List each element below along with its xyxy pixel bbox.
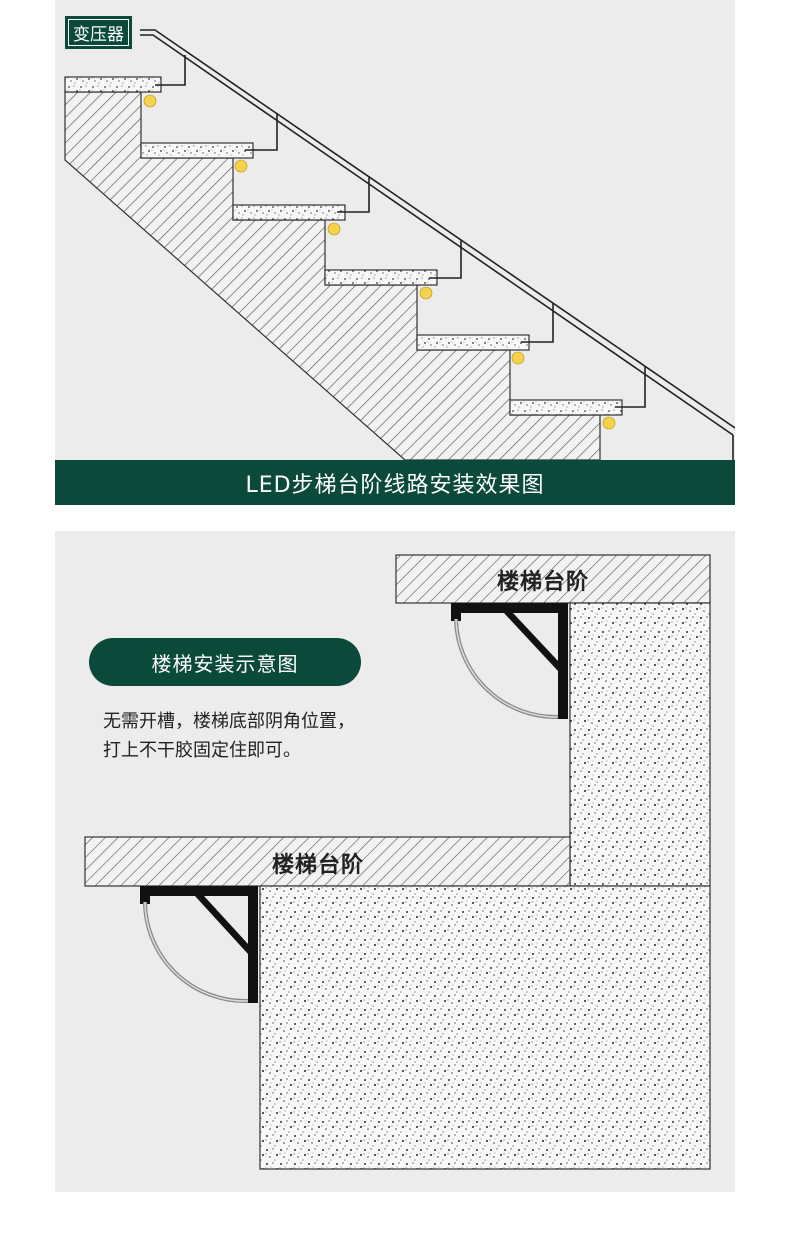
wiring [140, 29, 735, 460]
led-lights [143, 94, 616, 430]
led-profile-upper [451, 603, 568, 720]
led-light [143, 94, 157, 108]
install-title: 楼梯安装示意图 [89, 638, 361, 686]
effect-caption: LED步梯台阶线路安装效果图 [55, 460, 735, 505]
install-diagram-panel: 楼梯安装示意图 无需开槽，楼梯底部阴角位置，打上不干胶固定住即可。 楼梯台阶 楼… [55, 531, 735, 1192]
lower-step-label: 楼梯台阶 [272, 853, 365, 878]
led-light [602, 416, 616, 430]
stair-illustration [64, 29, 735, 460]
install-description: 无需开槽，楼梯底部阴角位置，打上不干胶固定住即可。 [103, 711, 355, 761]
upper-step-body [569, 602, 711, 887]
led-light [419, 286, 433, 300]
transformer-label: 变压器 [65, 16, 132, 49]
upper-step-label: 楼梯台阶 [497, 570, 590, 595]
led-light [327, 222, 341, 236]
led-light [511, 351, 525, 365]
led-profile-lower [140, 886, 258, 1004]
lower-step-body [259, 885, 711, 1170]
stair-effect-panel: 变压器 LED步梯台阶线路安装效果图 [55, 0, 735, 505]
install-illustration [84, 554, 711, 1170]
lower-step-tread [84, 836, 571, 887]
led-light [234, 159, 248, 173]
